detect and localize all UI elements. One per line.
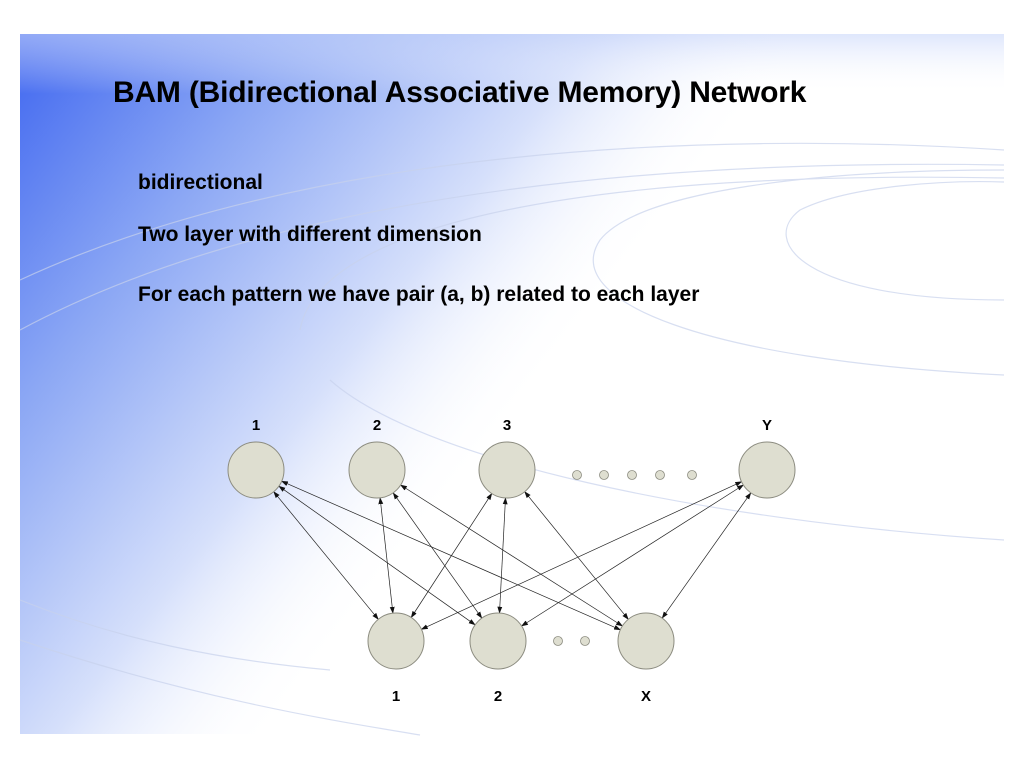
bullet-two-layer: Two layer with different dimension [138,223,482,246]
connection-1-to-2 [278,485,476,626]
top-node-label-2: 2 [373,417,381,434]
connection-y-to-2 [521,484,744,627]
connections [273,480,752,631]
bullet-bidirectional: bidirectional [138,171,263,194]
bottom-node-label-1: 1 [392,688,400,705]
bottom-ellipsis-dot [553,636,563,646]
top-node-2 [348,441,406,499]
top-ellipsis-dot [599,470,609,480]
top-node-y [738,441,796,499]
connection-2-to-2 [392,492,483,619]
bottom-node-label-x: X [641,688,651,705]
top-node-label-3: 3 [503,417,511,434]
top-ellipsis-dot [572,470,582,480]
bottom-node-label-2: 2 [494,688,502,705]
bottom-node-x [617,612,675,670]
bottom-node-1 [367,612,425,670]
bottom-node-2 [469,612,527,670]
connection-2-to-x [400,484,623,627]
top-node-label-1: 1 [252,417,260,434]
top-node-3 [478,441,536,499]
connection-y-to-x [661,492,752,619]
bottom-ellipsis-dot [580,636,590,646]
connection-2-to-1 [378,497,395,614]
connection-y-to-1 [420,481,743,630]
connection-3-to-2 [497,497,508,614]
connection-3-to-x [524,491,629,620]
top-ellipsis-dot [655,470,665,480]
connection-3-to-1 [410,492,493,619]
top-node-1 [227,441,285,499]
bullet-pattern-pair: For each pattern we have pair (a, b) rel… [138,283,700,306]
connection-1-to-1 [273,491,379,620]
top-node-label-y: Y [762,417,772,434]
top-ellipsis-dot [627,470,637,480]
top-ellipsis-dot [687,470,697,480]
slide-title: BAM (Bidirectional Associative Memory) N… [113,76,807,109]
